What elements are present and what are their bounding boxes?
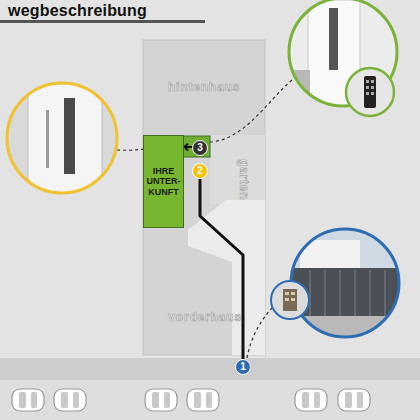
building-area: hintenhaus xyxy=(143,40,265,135)
street xyxy=(0,358,420,380)
box-label: IHRE UNTER- KUNFT xyxy=(144,166,183,197)
photo-door-right xyxy=(285,0,405,116)
leader-lines xyxy=(117,80,292,358)
entrance-box xyxy=(183,136,210,157)
area-label: garten xyxy=(236,159,250,200)
map-title: wegbeschreibung xyxy=(8,2,147,20)
driveway xyxy=(188,200,265,355)
callout-number: 1 xyxy=(235,359,251,375)
parking xyxy=(0,380,420,420)
photo-gate xyxy=(271,228,400,341)
accommodation-box: IHRE UNTER- KUNFT xyxy=(143,135,184,228)
garden-area xyxy=(210,135,265,205)
photo-door-left xyxy=(0,80,130,204)
parked-cars xyxy=(12,389,370,411)
building-area: vorderhaus xyxy=(150,305,260,331)
property-lot xyxy=(143,40,265,355)
area-label: hintenhaus xyxy=(168,81,240,95)
route-line xyxy=(200,179,243,359)
title-underline xyxy=(0,20,205,23)
callout-text: 1 xyxy=(240,361,246,373)
callout-text: 2 xyxy=(197,165,203,177)
callout-number: 2 xyxy=(192,163,208,179)
building-area: garten xyxy=(230,145,256,215)
callout-text: 3 xyxy=(197,142,203,154)
callout-number: 3 xyxy=(192,140,208,156)
area-label: vorderhaus xyxy=(168,311,241,325)
